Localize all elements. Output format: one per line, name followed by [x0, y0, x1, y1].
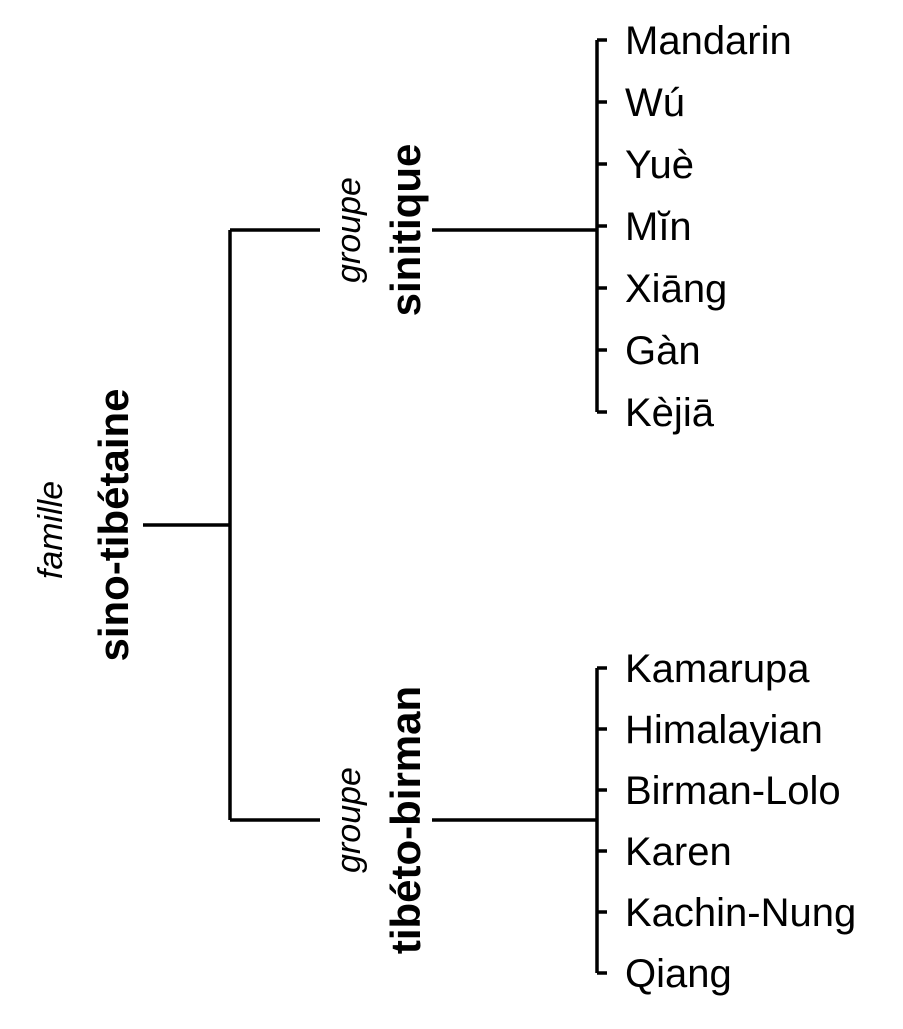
leaf-label: Kamarupa — [625, 647, 810, 691]
leaf-label: Birman-Lolo — [625, 769, 841, 813]
group-sinitique-kind: groupe — [330, 177, 368, 283]
leaf-label: Xiāng — [625, 267, 727, 311]
leaf-label: Kachin-Nung — [625, 891, 856, 935]
family-name: sino-tibétaine — [90, 388, 137, 661]
leaf-label: Yuè — [625, 143, 694, 187]
group-tibeto-birman-kind: groupe — [330, 767, 368, 873]
group-kind-label: groupe — [330, 177, 368, 283]
leaf-label: Gàn — [625, 329, 701, 373]
family-kind-label: famille — [32, 481, 70, 579]
family-name-label: sino-tibétaine — [90, 388, 137, 661]
group-sinitique-name: sinitique — [382, 144, 429, 317]
group-tibeto-birman-name: tibéto-birman — [382, 686, 429, 954]
leaf-label: Karen — [625, 830, 732, 874]
leaf-label: Mĭn — [625, 205, 692, 249]
leaf-label: Mandarin — [625, 19, 792, 63]
group-kind-label: groupe — [330, 767, 368, 873]
group-name-label: sinitique — [382, 144, 429, 317]
group-name-label: tibéto-birman — [382, 686, 429, 954]
leaves-tibeto-birman: KamarupaHimalayianBirman-LoloKarenKachin… — [595, 647, 856, 996]
leaf-label: Wú — [625, 81, 685, 125]
family-label: famille — [32, 481, 70, 579]
leaf-label: Qiang — [625, 952, 732, 996]
leaf-label: Kèjiā — [625, 391, 715, 435]
leaf-label: Himalayian — [625, 708, 823, 752]
